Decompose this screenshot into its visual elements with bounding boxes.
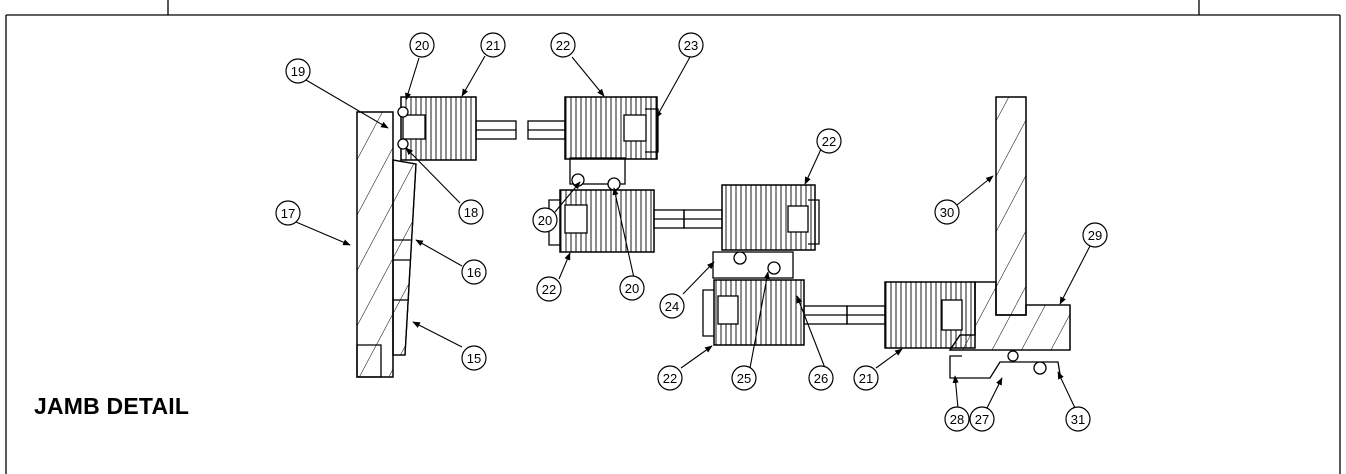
callout-27: 27 <box>969 406 995 432</box>
svg-text:17: 17 <box>281 206 295 221</box>
svg-text:15: 15 <box>467 351 481 366</box>
sash-21-lower <box>846 281 976 349</box>
callout-29: 29 <box>1082 222 1108 248</box>
callout-22-right: 22 <box>816 128 842 154</box>
svg-text:21: 21 <box>859 371 873 386</box>
svg-text:22: 22 <box>822 134 836 149</box>
right-wall-framing <box>948 96 1071 379</box>
callout-16: 16 <box>461 259 487 285</box>
drawing-title: JAMB DETAIL <box>34 393 190 419</box>
callout-21-bottom: 21 <box>853 365 879 391</box>
svg-text:22: 22 <box>663 371 677 386</box>
sash-22-middle-left <box>548 173 685 253</box>
sash-22-lower <box>702 279 848 346</box>
callouts: 15 16 17 18 19 20 20 20 21 21 22 22 22 2… <box>275 32 1108 432</box>
svg-text:20: 20 <box>415 38 429 53</box>
svg-text:28: 28 <box>950 412 964 427</box>
svg-text:26: 26 <box>814 371 828 386</box>
callout-20-top: 20 <box>409 32 435 58</box>
svg-text:29: 29 <box>1088 228 1102 243</box>
leader-lines <box>295 55 1091 409</box>
callout-17: 17 <box>275 200 301 226</box>
svg-text:25: 25 <box>737 371 751 386</box>
callout-22-middle: 22 <box>536 276 562 302</box>
sheet-border <box>5 0 1341 474</box>
callout-25: 25 <box>731 365 757 391</box>
callout-31: 31 <box>1065 406 1091 432</box>
svg-text:19: 19 <box>291 64 305 79</box>
svg-text:18: 18 <box>464 205 478 220</box>
svg-text:22: 22 <box>556 38 570 53</box>
callout-20-left: 20 <box>532 207 558 233</box>
callout-18: 18 <box>458 199 484 225</box>
callout-23: 23 <box>678 32 704 58</box>
callout-21-top: 21 <box>480 32 506 58</box>
svg-text:31: 31 <box>1071 412 1085 427</box>
svg-text:30: 30 <box>940 205 954 220</box>
callout-20-bottom: 20 <box>619 275 645 301</box>
svg-text:20: 20 <box>625 281 639 296</box>
callout-22-top: 22 <box>550 32 576 58</box>
svg-text:24: 24 <box>665 299 679 314</box>
sash-21-top <box>397 96 517 161</box>
callout-30: 30 <box>934 199 960 225</box>
left-wall-framing <box>356 111 417 378</box>
sash-22-middle-right <box>683 184 820 279</box>
callout-22-bottom: 22 <box>657 365 683 391</box>
svg-text:21: 21 <box>486 38 500 53</box>
callout-24: 24 <box>659 293 685 319</box>
callout-15: 15 <box>461 345 487 371</box>
callout-28: 28 <box>944 406 970 432</box>
svg-text:23: 23 <box>684 38 698 53</box>
callout-19: 19 <box>285 58 311 84</box>
svg-text:16: 16 <box>467 265 481 280</box>
svg-text:22: 22 <box>542 282 556 297</box>
svg-text:20: 20 <box>538 213 552 228</box>
sash-22-top <box>527 96 659 185</box>
svg-text:27: 27 <box>975 412 989 427</box>
callout-26: 26 <box>808 365 834 391</box>
